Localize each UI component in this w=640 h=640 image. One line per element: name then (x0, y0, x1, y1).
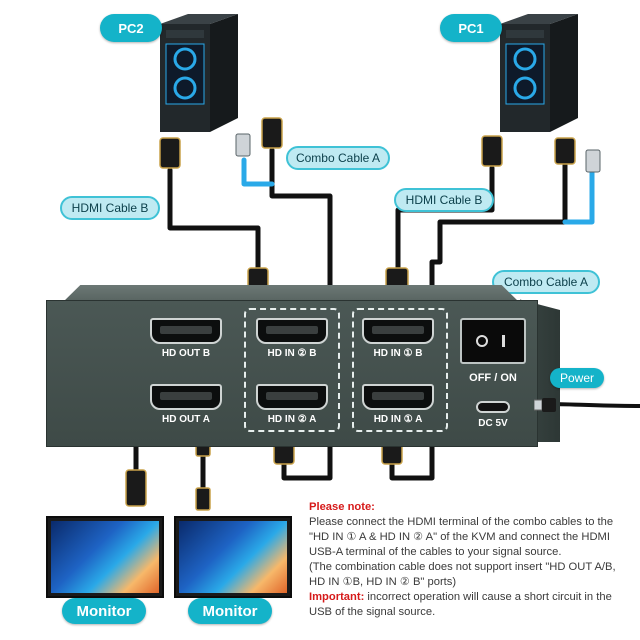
kvm-top-panel (62, 285, 520, 303)
hd-out-b-label: HD OUT B (161, 348, 211, 359)
note-important-text: incorrect operation will cause a short c… (309, 591, 612, 618)
hd-in1-a-port[interactable] (362, 384, 434, 410)
hd-out-b-port[interactable] (150, 318, 222, 344)
hd-in1-b-label: HD IN ① B (373, 348, 423, 359)
power-switch[interactable] (460, 318, 526, 364)
combo-cable-a-left-label: Combo Cable A (286, 146, 390, 170)
power-switch-icon (476, 335, 505, 347)
off-on-label: OFF / ON (469, 372, 517, 384)
monitor-right-label: Monitor (188, 598, 272, 624)
monitor-left (46, 516, 164, 598)
hd-in1-a-label: HD IN ① A (373, 414, 423, 425)
hd-in2-b-label: HD IN ② B (267, 348, 317, 359)
hd-in2-a-label: HD IN ② A (267, 414, 317, 425)
pc2-tower (160, 14, 238, 132)
monitor-right (174, 516, 292, 598)
hd-out-a-label: HD OUT A (162, 414, 210, 425)
note-line-1: Please connect the HDMI terminal of the … (309, 516, 614, 558)
combo-cable-a-right-label: Combo Cable A (492, 270, 600, 294)
hdmi-cable-b-right-label: HDMI Cable B (394, 188, 494, 212)
pc1-label: PC1 (440, 14, 502, 42)
power-plug-icon (534, 398, 556, 412)
hdmi-cable-b-left-label: HDMI Cable B (60, 196, 160, 220)
hd-in1-group-outline (352, 308, 448, 432)
hd-in2-a-port[interactable] (256, 384, 328, 410)
note-block: Please note: Please connect the HDMI ter… (309, 500, 631, 620)
monitor-left-label: Monitor (62, 598, 146, 624)
pc2-label: PC2 (100, 14, 162, 42)
pc1-tower (500, 14, 578, 132)
power-label: Power (550, 368, 604, 388)
hd-in2-b-port[interactable] (256, 318, 328, 344)
note-important-label: Important: (309, 591, 365, 603)
note-heading: Please note: (309, 501, 375, 513)
hd-out-a-port[interactable] (150, 384, 222, 410)
note-line-2: (The combination cable does not support … (309, 561, 616, 588)
dc-5v-port[interactable] (476, 401, 510, 413)
note-important: Important: incorrect operation will caus… (309, 590, 631, 620)
hd-in1-b-port[interactable] (362, 318, 434, 344)
dc-5v-label: DC 5V (478, 418, 508, 429)
hd-in2-group-outline (244, 308, 340, 432)
